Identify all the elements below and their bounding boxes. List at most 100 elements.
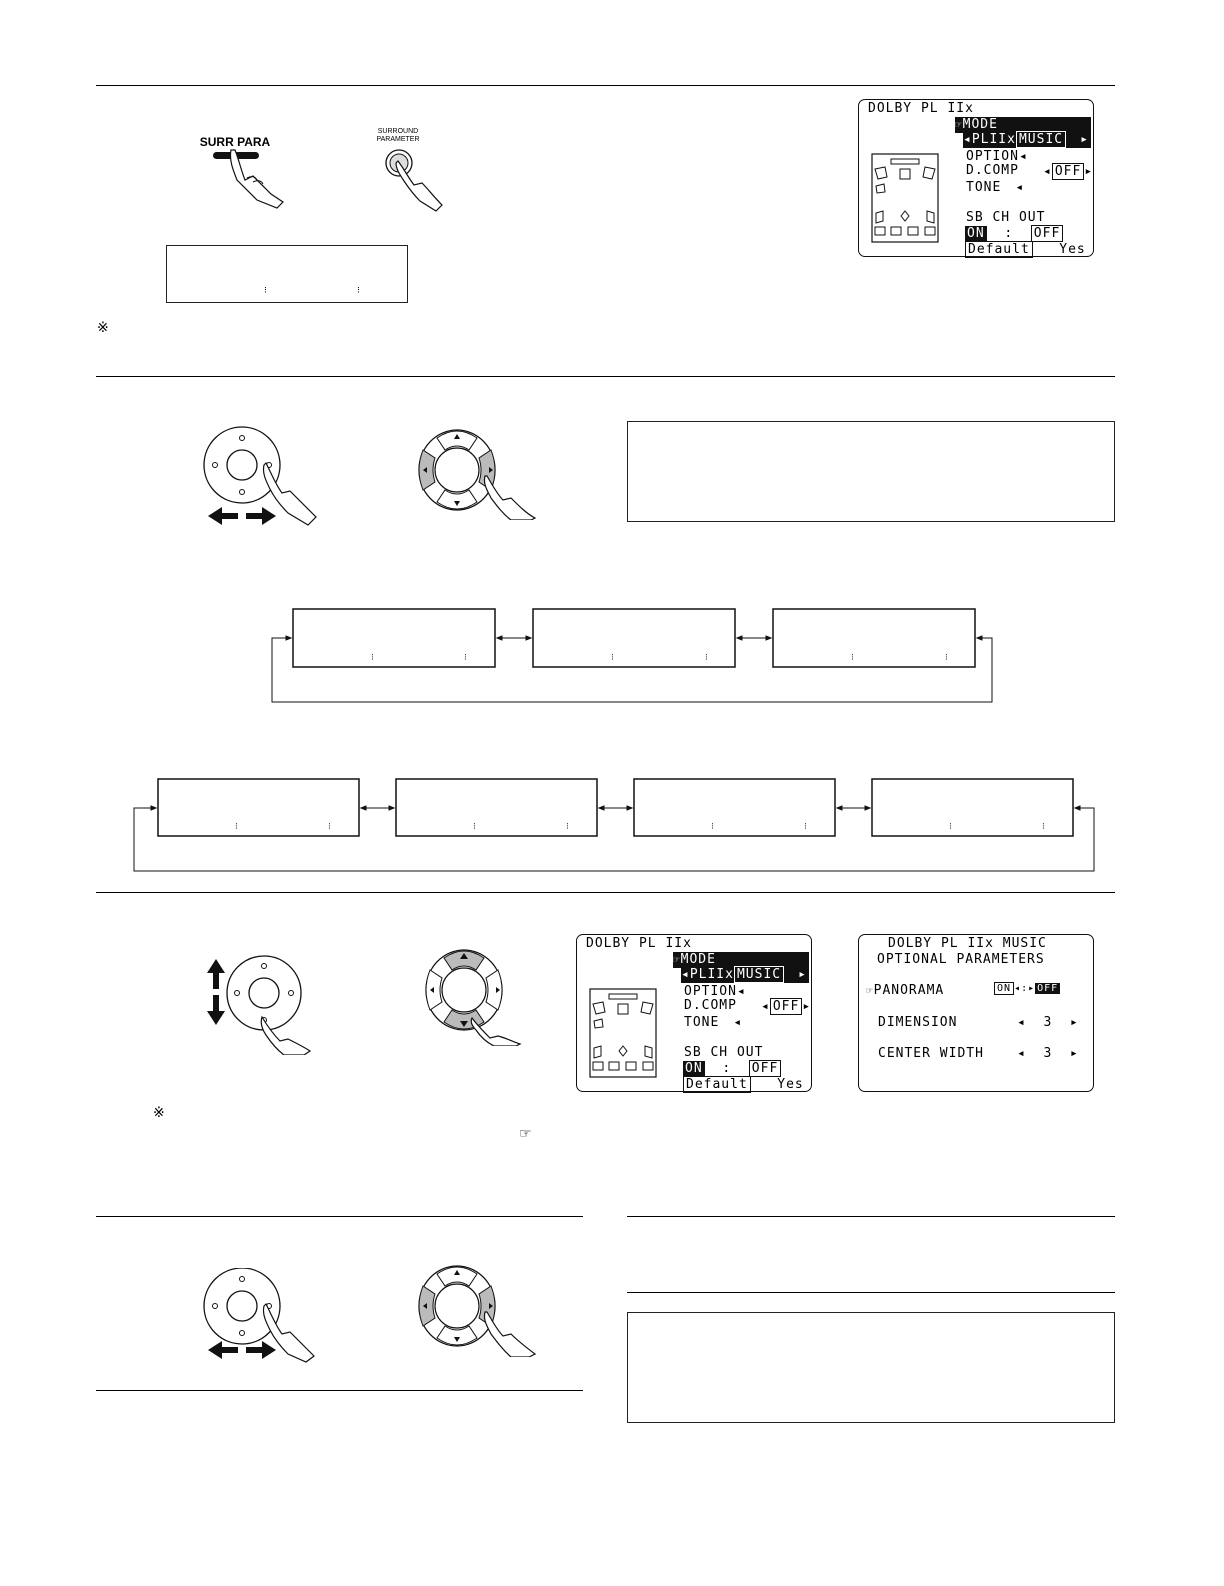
surround-parameter-button-illustration: SURROUND PARAMETER — [376, 128, 443, 212]
osd-sb-values: ON : OFF — [683, 1060, 782, 1077]
speaker-layout-icon — [871, 153, 939, 243]
osd-mode-value: MUSIC — [733, 966, 785, 983]
cursor-knob-updown-illustration — [207, 955, 312, 1056]
cursor-knob-illustration-2 — [203, 1267, 315, 1363]
osd-option-row: OPTION◂ — [966, 149, 1028, 164]
osd-mode-label: MODE — [680, 952, 716, 967]
surr-para-button-illustration: SURR PARA — [200, 135, 284, 209]
osd-sb-on: ON — [965, 226, 987, 241]
osd-dimension-value-text: 3 — [1043, 1015, 1053, 1030]
svg-text:⁝: ⁝ — [371, 652, 374, 662]
osd-dcomp-row: D.COMP — [966, 163, 1019, 178]
flow-row-1-indicators: ⁝⁝ ⁝⁝ ⁝⁝ — [371, 652, 948, 662]
instruction-box-4 — [627, 1312, 1115, 1423]
osd-mode-prefix: PLIIx — [971, 132, 1016, 147]
right-arrow-icon: ▸ — [1028, 983, 1036, 994]
surr-para-label: SURR PARA — [200, 135, 271, 149]
cursor-knob-left-right-2[interactable] — [200, 1267, 330, 1373]
flow-row-2-arrows — [133, 805, 1095, 872]
osd-sb-values: ON : OFF — [965, 225, 1064, 242]
osd-default: Default — [965, 241, 1033, 258]
surround-parameter-label-1: SURROUND — [378, 128, 418, 135]
flow-box-2-2 — [395, 778, 598, 837]
surr-para-button[interactable]: SURR PARA — [195, 130, 290, 210]
osd-tone-row: TONE◂ — [966, 180, 1024, 195]
svg-text:⁝: ⁝ — [328, 821, 331, 831]
svg-text:⁝: ⁝ — [711, 821, 714, 831]
cursor-knob-left-right[interactable] — [200, 425, 330, 530]
display-left-indicator: ⁝ — [264, 286, 267, 296]
osd-sb-off: OFF — [748, 1060, 782, 1077]
section-rule-2 — [96, 376, 1115, 377]
osd-panorama-off: OFF — [1035, 983, 1061, 994]
left-arrow-icon: ◂ — [733, 1015, 743, 1030]
svg-text:⁝: ⁝ — [473, 821, 476, 831]
surround-parameter-button[interactable]: SURROUND PARAMETER — [370, 125, 450, 215]
flow-diagram-row-1: ⁝⁝ ⁝⁝ ⁝⁝ — [271, 608, 993, 703]
cursor-pad-illustration — [418, 429, 537, 521]
cursor-pad-up-down[interactable] — [420, 946, 550, 1047]
pointer-icon: ☞ — [866, 984, 874, 997]
svg-text:⁝: ⁝ — [1042, 821, 1045, 831]
front-display-panel: ⁝ ⁝ — [166, 245, 408, 303]
osd-dcomp-label: D.COMP — [966, 163, 1019, 178]
cursor-knob-up-down[interactable] — [200, 955, 330, 1056]
pointer-icon: ☞ — [673, 953, 681, 966]
osd-title: DOLBY PL IIx — [868, 101, 974, 116]
svg-text:⁝: ⁝ — [851, 652, 854, 662]
osd-dcomp-value: ◂OFF▸ — [761, 998, 812, 1015]
osd-dcomp-value-text: OFF — [1051, 163, 1085, 180]
left-arrow-icon: ◂ — [1014, 983, 1022, 994]
osd-yes: Yes — [777, 1077, 804, 1092]
osd-panorama-row: ☞PANORAMA — [866, 983, 944, 998]
flow-row-2-indicators: ⁝⁝ ⁝⁝ ⁝⁝ ⁝⁝ — [235, 821, 1045, 831]
osd-yes: Yes — [1059, 242, 1086, 257]
section-rule-4b — [627, 1216, 1115, 1217]
cursor-pad-updown-illustration — [425, 949, 522, 1047]
osd-panorama-sep: : — [1021, 983, 1029, 994]
surround-parameter-label-2: PARAMETER — [376, 136, 419, 143]
display-right-indicator: ⁝ — [357, 286, 360, 296]
osd-option-label: OPTION — [684, 984, 737, 999]
osd-sb-on: ON — [683, 1061, 705, 1076]
osd-panorama-on: ON — [994, 982, 1015, 995]
left-arrow-icon: ◂ — [681, 967, 690, 982]
right-arrow-icon: ▸ — [1084, 164, 1094, 179]
left-arrow-icon: ◂ — [963, 132, 972, 147]
svg-text:⁝: ⁝ — [804, 821, 807, 831]
cursor-pad-left-right-2[interactable] — [415, 1262, 545, 1358]
flow-box-1-2 — [532, 608, 736, 668]
svg-text:⁝: ⁝ — [949, 821, 952, 831]
right-arrow-icon: ▸ — [1069, 1015, 1079, 1030]
right-arrow-icon: ▸ — [1069, 1046, 1079, 1061]
osd-option-label: OPTION — [966, 149, 1019, 164]
osd-default: Default — [683, 1076, 751, 1093]
flow-box-1-3 — [772, 608, 976, 668]
cursor-pad-illustration-2 — [418, 1265, 537, 1358]
osd-default-row: Default Yes — [683, 1076, 804, 1093]
left-arrow-icon: ◂ — [1018, 149, 1028, 164]
speaker-layout-icon — [589, 988, 657, 1078]
osd-title: DOLBY PL IIx — [586, 936, 692, 951]
osd-tone-label: TONE — [684, 1015, 720, 1030]
right-arrow-icon: ▸ — [802, 999, 812, 1014]
osd-dimension-label: DIMENSION — [878, 1015, 958, 1030]
osd-dcomp-value: ◂OFF▸ — [1043, 163, 1094, 180]
left-arrow-icon: ◂ — [761, 999, 770, 1014]
right-arrow-icon: ▸ — [1080, 132, 1089, 147]
osd-panorama-label: PANORAMA — [873, 983, 945, 998]
osd-mode-prefix: PLIIx — [689, 967, 734, 982]
section-rule-1 — [96, 85, 1115, 86]
section-rule-5a — [96, 1390, 583, 1391]
osd-sb-sep: : — [722, 1061, 732, 1076]
pointer-icon: ☞ — [955, 118, 963, 131]
osd-mode-row: ☞MODE — [673, 952, 809, 968]
osd-opt-title-2: OPTIONAL PARAMETERS — [877, 952, 1045, 967]
cursor-pad-left-right[interactable] — [415, 428, 545, 521]
osd-dcomp-label: D.COMP — [684, 998, 737, 1013]
reference-mark: ☞ — [519, 1126, 532, 1142]
right-arrow-icon: ▸ — [798, 967, 807, 982]
osd-opt-title-1: DOLBY PL IIx MUSIC — [888, 936, 1047, 951]
